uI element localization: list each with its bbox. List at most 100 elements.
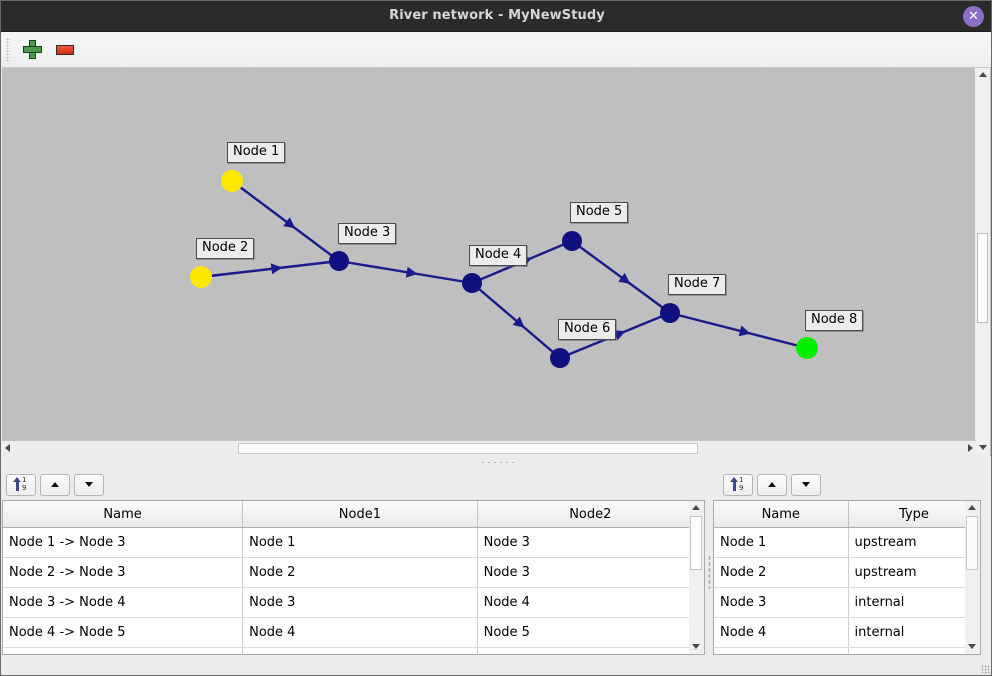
- node-move-up-button[interactable]: [757, 474, 787, 496]
- branch-scroll-up-button[interactable]: [689, 501, 703, 515]
- graph-node-label[interactable]: Node 4: [469, 245, 528, 266]
- graph-node[interactable]: [796, 337, 818, 359]
- table-cell[interactable]: Node 4: [242, 617, 478, 648]
- branch-scroll-down-button[interactable]: [689, 640, 703, 654]
- table-cell[interactable]: upstream: [848, 527, 980, 558]
- graph-node[interactable]: [660, 303, 680, 323]
- table-cell[interactable]: Node 2: [714, 557, 849, 588]
- graph-edge[interactable]: [571, 240, 671, 314]
- graph-node[interactable]: [190, 266, 212, 288]
- chevron-up-icon: [978, 72, 987, 77]
- graph-edge[interactable]: [338, 259, 473, 285]
- node-move-down-button[interactable]: [791, 474, 821, 496]
- close-icon[interactable]: ✕: [963, 6, 984, 27]
- node-scroll-thumb[interactable]: [966, 516, 978, 570]
- network-canvas[interactable]: Node 1 Node 2 Node 3 Node 4 Node 5 Node 6 Node…: [2, 68, 991, 456]
- graph-node-label[interactable]: Node 3: [338, 223, 397, 244]
- graph-node[interactable]: [550, 348, 570, 368]
- graph-edge[interactable]: [471, 282, 561, 359]
- horizontal-splitter[interactable]: [2, 457, 991, 468]
- table-cell[interactable]: Node 3 -> Node 4: [3, 587, 244, 618]
- graph-node-label[interactable]: Node 6: [558, 319, 617, 340]
- graph-edge[interactable]: [231, 180, 340, 262]
- column-header[interactable]: Name: [3, 501, 244, 528]
- column-header[interactable]: Type: [848, 501, 980, 528]
- table-cell[interactable]: Node 3: [477, 557, 704, 588]
- graph-node-label[interactable]: Node 7: [668, 274, 727, 295]
- table-cell[interactable]: Node 1: [714, 527, 849, 558]
- branch-move-down-button[interactable]: [74, 474, 104, 496]
- table-cell[interactable]: internal: [848, 587, 980, 618]
- table-row-partial[interactable]: [714, 647, 980, 654]
- graph-node[interactable]: [221, 170, 243, 192]
- table-cell[interactable]: [3, 647, 244, 654]
- table-cell[interactable]: Node 1 -> Node 3: [3, 527, 244, 558]
- chevron-down-icon: [968, 644, 976, 649]
- node-table-scrollbar[interactable]: [965, 500, 981, 655]
- table-cell[interactable]: [848, 647, 980, 654]
- table-cell[interactable]: [477, 647, 704, 654]
- horizontal-scroll-thumb[interactable]: [238, 443, 698, 454]
- graph-node-label[interactable]: Node 1: [227, 142, 286, 163]
- branch-move-up-button[interactable]: [40, 474, 70, 496]
- table-cell[interactable]: Node 5: [477, 617, 704, 648]
- graph-node[interactable]: [329, 251, 349, 271]
- table-cell[interactable]: Node 4 -> Node 5: [3, 617, 244, 648]
- table-cell[interactable]: Node 3: [242, 587, 478, 618]
- table-cell[interactable]: internal: [848, 617, 980, 648]
- column-header[interactable]: Node1: [242, 501, 478, 528]
- graph-edge[interactable]: [200, 259, 340, 279]
- vertical-splitter[interactable]: [705, 468, 713, 675]
- add-node-button[interactable]: [21, 39, 43, 61]
- table-cell[interactable]: Node 4: [714, 617, 849, 648]
- delete-node-button[interactable]: [54, 39, 76, 61]
- table-cell[interactable]: [714, 647, 849, 654]
- branch-scroll-thumb[interactable]: [690, 516, 702, 570]
- table-row-partial[interactable]: [3, 647, 704, 654]
- table-cell[interactable]: [242, 647, 478, 654]
- table-cell[interactable]: Node 1: [242, 527, 478, 558]
- canvas-horizontal-scrollbar[interactable]: [2, 440, 976, 456]
- graph-node-label[interactable]: Node 2: [196, 238, 255, 259]
- table-cell[interactable]: Node 3: [714, 587, 849, 618]
- column-header[interactable]: Node2: [477, 501, 704, 528]
- table-cell[interactable]: Node 2 -> Node 3: [3, 557, 244, 588]
- table-cell[interactable]: upstream: [848, 557, 980, 588]
- graph-node-label[interactable]: Node 5: [570, 202, 629, 223]
- graph-node[interactable]: [562, 231, 582, 251]
- vertical-scroll-thumb[interactable]: [977, 233, 988, 323]
- scroll-right-button[interactable]: [961, 441, 976, 456]
- graph-node[interactable]: [462, 273, 482, 293]
- table-cell[interactable]: Node 2: [242, 557, 478, 588]
- branch-table-scrollbar[interactable]: [689, 500, 705, 655]
- table-cell[interactable]: Node 3: [477, 527, 704, 558]
- graph-edge[interactable]: [669, 311, 808, 350]
- scroll-down-button[interactable]: [975, 441, 990, 456]
- node-scroll-down-button[interactable]: [965, 640, 979, 654]
- table-cell[interactable]: Node 4: [477, 587, 704, 618]
- node-scroll-up-button[interactable]: [965, 501, 979, 515]
- toolbar-grip[interactable]: [6, 38, 10, 62]
- canvas-vertical-scrollbar[interactable]: [974, 68, 990, 456]
- resize-grip[interactable]: [981, 665, 990, 674]
- scroll-left-button[interactable]: [2, 441, 17, 456]
- graph-node-label[interactable]: Node 8: [805, 310, 864, 331]
- column-header[interactable]: Name: [714, 501, 849, 528]
- scroll-up-button[interactable]: [975, 68, 990, 83]
